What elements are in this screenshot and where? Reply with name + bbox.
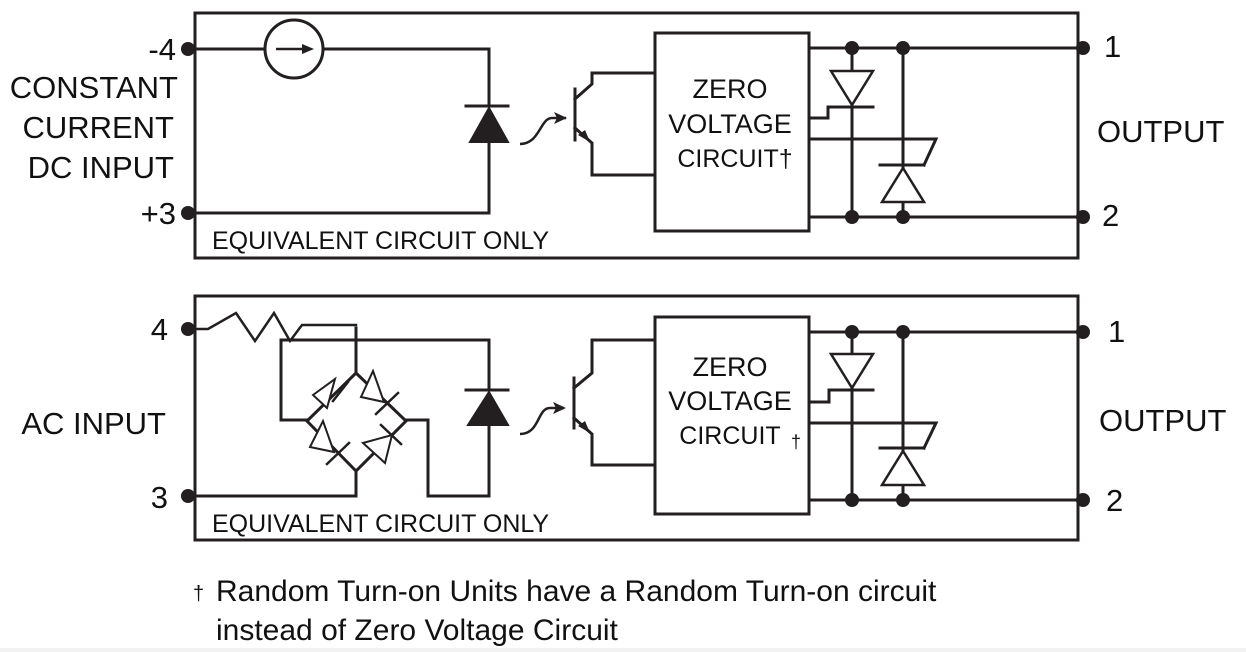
dc-wire-to-led bbox=[321, 47, 491, 108]
dc-input-label-line1: CONSTANT bbox=[10, 70, 178, 105]
dc-terminal-pos-dot bbox=[181, 206, 195, 220]
dc-output-terminal-1-dot bbox=[1076, 41, 1090, 55]
dc-terminal-neg-dot bbox=[181, 42, 195, 56]
ac-output-terminal-1-label: 1 bbox=[1108, 314, 1125, 349]
ac-terminal-3-dot bbox=[181, 489, 195, 503]
ac-zv-line1: ZERO bbox=[692, 352, 767, 382]
ac-zero-voltage-circuit-box bbox=[653, 315, 811, 516]
dc-equivalent-note: EQUIVALENT CIRCUIT ONLY bbox=[212, 227, 549, 255]
footnote: † Random Turn-on Units have a Random Tur… bbox=[193, 575, 937, 647]
ac-terminal-4-label: 4 bbox=[151, 312, 168, 347]
led-icon bbox=[464, 104, 510, 143]
ac-output-terminal-2-label: 2 bbox=[1106, 483, 1123, 518]
current-source-icon bbox=[263, 18, 325, 80]
dc-input-circuit: -4 +3 CONSTANT CURRENT DC INPUT bbox=[10, 11, 1225, 260]
dc-output-terminal-2-dot bbox=[1076, 210, 1090, 224]
dc-zv-line3: CIRCUIT† bbox=[677, 145, 792, 173]
dc-input-label-line2: CURRENT bbox=[22, 110, 174, 145]
dc-zv-line1: ZERO bbox=[692, 74, 767, 104]
dc-terminal-neg-label: -4 bbox=[148, 32, 176, 67]
footnote-dagger: † bbox=[193, 583, 204, 605]
ac-circuit-frame bbox=[193, 294, 1080, 542]
scr-icon bbox=[807, 46, 876, 219]
bridge-rectifier-icon bbox=[304, 368, 409, 474]
dc-zero-voltage-circuit-box bbox=[653, 31, 811, 233]
ac-input-circuit: 4 3 AC INPUT bbox=[21, 294, 1227, 542]
dc-output-terminal-2-label: 2 bbox=[1102, 198, 1119, 233]
scr-icon bbox=[807, 330, 939, 502]
ac-output-label: OUTPUT bbox=[1099, 403, 1227, 438]
bridge-wire-right bbox=[404, 418, 491, 498]
dc-terminal-pos-label: +3 bbox=[141, 196, 176, 231]
led-icon bbox=[464, 388, 510, 426]
dc-output-label: OUTPUT bbox=[1097, 114, 1225, 149]
ac-output-terminal-2-dot bbox=[1076, 493, 1090, 507]
ac-zv-dagger: † bbox=[791, 432, 801, 452]
light-coupling-arrow-icon bbox=[519, 402, 566, 436]
bridge-wire-loop bbox=[279, 338, 491, 422]
scr-icon bbox=[807, 46, 939, 219]
footnote-line2: instead of Zero Voltage Circuit bbox=[216, 614, 619, 647]
dc-zv-line2: VOLTAGE bbox=[668, 109, 792, 139]
dc-circuit-frame bbox=[193, 11, 1080, 260]
ac-terminal-4-dot bbox=[181, 322, 195, 336]
dc-wire-pos bbox=[193, 140, 491, 215]
footnote-line1: Random Turn-on Units have a Random Turn-… bbox=[216, 575, 937, 608]
dc-output-terminal-1-label: 1 bbox=[1104, 29, 1121, 64]
bottom-divider bbox=[0, 648, 1246, 652]
ac-zv-line3: CIRCUIT bbox=[679, 422, 780, 450]
ac-output-terminal-1-dot bbox=[1076, 325, 1090, 339]
ac-terminal-3-label: 3 bbox=[151, 480, 168, 515]
bridge-wire-bottom bbox=[193, 469, 358, 498]
phototransistor-icon bbox=[572, 71, 657, 177]
light-coupling-arrow-icon bbox=[519, 112, 567, 146]
resistor-icon bbox=[193, 310, 358, 344]
phototransistor-icon bbox=[571, 338, 657, 467]
dc-input-label-line3: DC INPUT bbox=[28, 150, 174, 185]
ac-equivalent-note: EQUIVALENT CIRCUIT ONLY bbox=[212, 510, 549, 538]
ac-zv-line2: VOLTAGE bbox=[668, 386, 792, 416]
scr-icon bbox=[807, 330, 876, 502]
ac-input-label: AC INPUT bbox=[21, 406, 166, 441]
